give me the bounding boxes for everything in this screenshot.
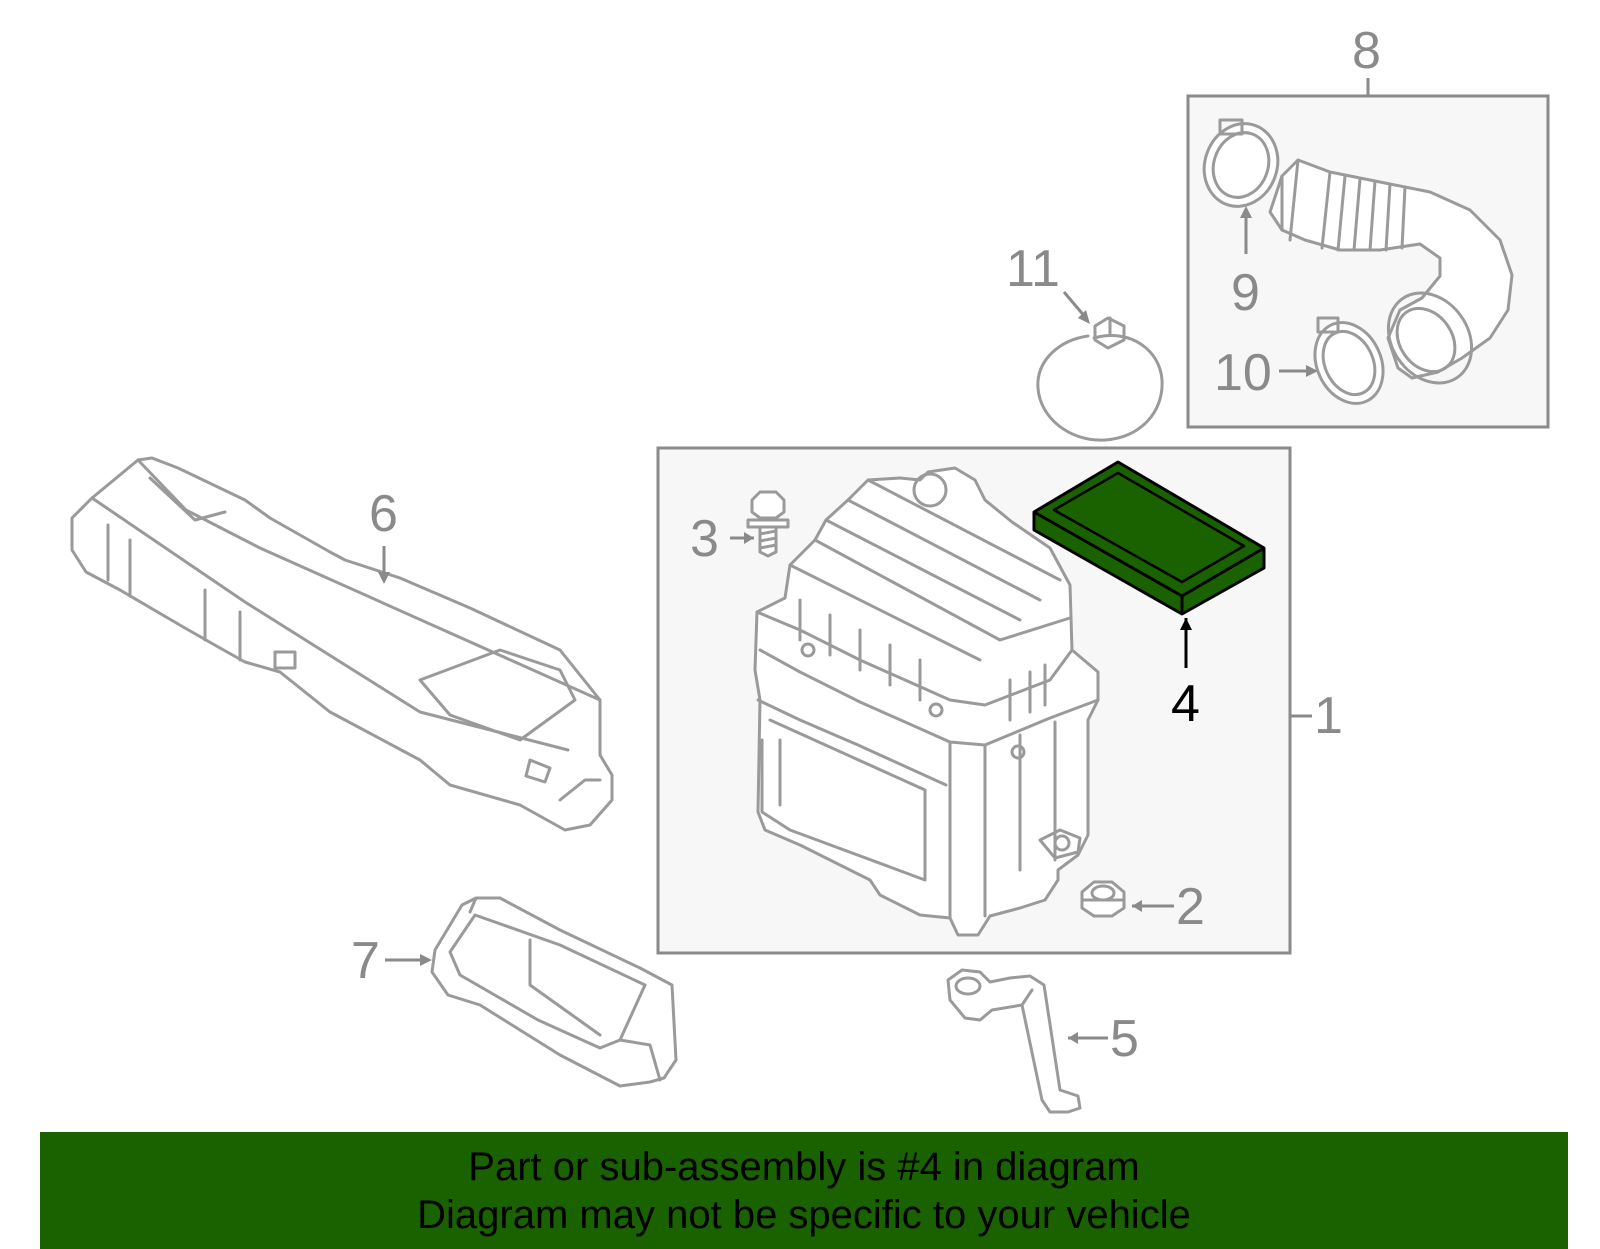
part-4-air-filter[interactable] [1032, 460, 1266, 616]
callout-1: 1 [1314, 687, 1343, 745]
part-10-clamp[interactable] [1302, 311, 1396, 414]
callout-5: 5 [1110, 1010, 1139, 1068]
arrow-9 [1240, 206, 1252, 218]
part-3-bolt[interactable] [746, 490, 790, 558]
callout-2: 2 [1176, 878, 1205, 936]
callout-11: 11 [1006, 240, 1060, 298]
arrow-7 [420, 954, 432, 966]
callout-8: 8 [1352, 22, 1381, 80]
info-banner: Part or sub-assembly is #4 in diagram Di… [40, 1132, 1568, 1249]
arrow-6 [378, 572, 390, 584]
banner-line-part: Part or sub-assembly is #4 in diagram [468, 1144, 1140, 1189]
arrow-3 [744, 532, 754, 544]
arrow-5 [1068, 1032, 1078, 1044]
part-9-clamp[interactable] [1193, 113, 1289, 217]
part-1-air-cleaner-housing[interactable] [753, 466, 1100, 937]
arrow-11 [1078, 310, 1090, 324]
part-5-vent-hose[interactable] [946, 968, 1082, 1114]
arrow-4 [1180, 618, 1192, 630]
callout-7: 7 [351, 932, 380, 990]
arrow-2 [1132, 900, 1142, 912]
callout-10: 10 [1214, 344, 1272, 402]
banner-line-disclaimer: Diagram may not be specific to your vehi… [417, 1192, 1191, 1237]
part-8-intake-hose[interactable] [1268, 158, 1514, 399]
callout-4: 4 [1171, 675, 1200, 733]
arrow-10 [1306, 365, 1318, 377]
callout-9: 9 [1231, 264, 1260, 322]
part-11-clamp[interactable] [1036, 316, 1164, 442]
callout-6: 6 [369, 485, 398, 543]
callout-3: 3 [690, 510, 719, 568]
part-7-air-scoop[interactable] [430, 896, 678, 1088]
part-2-nut[interactable] [1080, 880, 1126, 918]
part-6-intake-duct[interactable] [70, 456, 614, 832]
